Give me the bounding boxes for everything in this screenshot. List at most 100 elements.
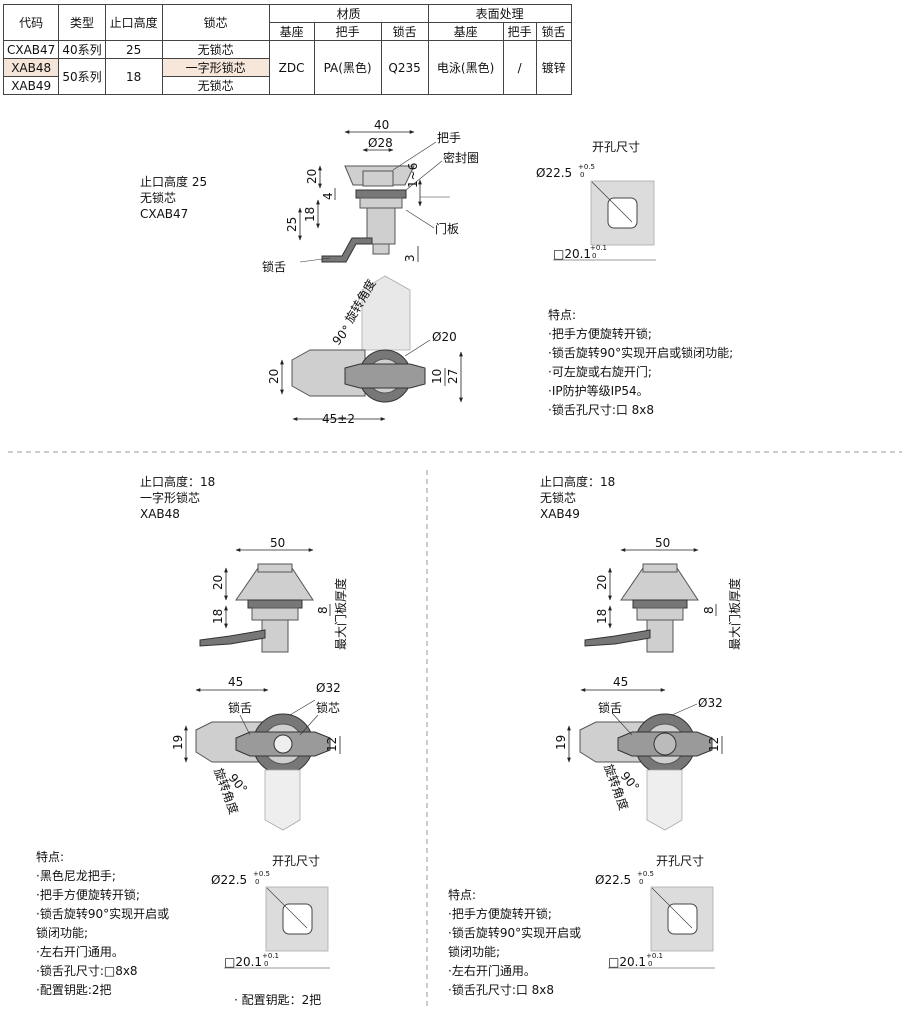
- dim-label: 12: [707, 737, 721, 752]
- xab48-cutout: 开孔尺寸 Ø22.5 +0.5 0 □20.1 +0.1 0: [211, 854, 330, 969]
- dim-label: Ø20: [432, 330, 457, 344]
- feature-item: 锁闭功能;: [36, 926, 89, 940]
- callout-core: 锁芯: [316, 700, 340, 715]
- dim-label: 20: [595, 575, 609, 590]
- cutout-dia: Ø22.5: [211, 873, 247, 887]
- feature-item: 锁闭功能;: [448, 945, 501, 959]
- table-row: XAB49 无锁芯: [2, 76, 572, 95]
- feature-item: ·配置钥匙:2把: [36, 983, 112, 997]
- cell-height: 18: [104, 58, 163, 95]
- cutout-dia: Ø22.5: [536, 166, 572, 180]
- header-core: 锁芯: [161, 4, 270, 41]
- dim-label: 8: [316, 606, 330, 614]
- cell-core: 一字形锁芯: [161, 58, 270, 77]
- dim-label: 20: [267, 369, 281, 384]
- dim-label: 50: [655, 536, 670, 550]
- callout-tongue: 锁舌: [228, 700, 252, 715]
- info-line: XAB49: [540, 507, 580, 521]
- feature-item: ·锁舌旋转90°实现开启或: [448, 926, 582, 940]
- feature-item: ·锁舌孔尺寸:口 8x8: [548, 403, 655, 417]
- info-line: 一字形锁芯: [140, 491, 201, 505]
- cutout-dia-tol: +0.5: [637, 870, 654, 878]
- dim-label: 50: [270, 536, 285, 550]
- header-base: 基座: [268, 22, 315, 41]
- cutout-dia-tol: 0: [639, 878, 643, 886]
- feature-item: ·把手方便旋转开锁;: [548, 327, 652, 341]
- dim-label: 18: [595, 609, 609, 624]
- feature-item: ·锁舌孔尺寸:口 8x8: [448, 983, 555, 997]
- feature-item: ·黑色尼龙把手;: [36, 869, 116, 883]
- feature-item: ·锁舌孔尺寸:□8x8: [36, 964, 138, 978]
- cutout-dia-tol: 0: [255, 878, 259, 886]
- feature-item: ·把手方便旋转开锁;: [36, 888, 140, 902]
- cell-core: 无锁芯: [161, 76, 270, 95]
- dim-label: 20: [305, 169, 319, 184]
- features-title: 特点:: [548, 308, 577, 322]
- dim-label: 10: [430, 369, 444, 384]
- cell-type: 40系列: [58, 40, 106, 59]
- feature-item: ·左右开门通用。: [448, 964, 536, 978]
- section2-info: 止口高度：18 一字形锁芯 XAB48: [140, 474, 215, 522]
- cutout-sq-tol: 0: [648, 960, 652, 968]
- cutout-dia: Ø22.5: [595, 873, 631, 887]
- callout-angle: 90°: [330, 323, 354, 348]
- dim-label: 20: [211, 575, 225, 590]
- cutout-sq-tol: +0.1: [590, 244, 607, 252]
- cell-material-tongue: Q235: [380, 40, 429, 95]
- cxab47-front-view: 旋转角度 90° Ø20 45±2 20 10 27: [267, 275, 463, 426]
- cell-surface-base: 电泳(黑色): [427, 40, 504, 95]
- info-line: 无锁芯: [140, 191, 177, 205]
- cutout-title: 开孔尺寸: [656, 854, 704, 868]
- cell-surface-tongue: 镀锌: [535, 40, 572, 95]
- feature-item: ·锁舌旋转90°实现开启或: [36, 907, 170, 921]
- dim-label: 45: [228, 675, 243, 689]
- header-code: 代码: [2, 4, 60, 41]
- dim-label: 8: [702, 606, 716, 614]
- cutout-sq-tol: +0.1: [646, 952, 663, 960]
- cutout-sq-tol: 0: [264, 960, 268, 968]
- cutout-dia-tol: +0.5: [253, 870, 270, 878]
- cell-type: 50系列: [58, 58, 106, 95]
- section3-info: 止口高度：18 无锁芯 XAB49: [540, 474, 615, 522]
- spec-table: 代码 类型 止口高度 锁芯 材质 表面处理 基座 把手 锁舌 基座 把手 锁舌 …: [2, 4, 572, 95]
- info-line: 无锁芯: [540, 491, 577, 505]
- cell-core: 无锁芯: [161, 40, 270, 59]
- dim-label: 18: [211, 609, 225, 624]
- cxab47-side-view: 40 Ø28 20 4 25 18 1~6 3 把手 密封圈 门板 锁舌: [262, 118, 479, 274]
- cutout-square: □20.1: [553, 247, 591, 261]
- cell-code: XAB49: [2, 76, 60, 95]
- cutout-dia-tol: 0: [580, 171, 584, 179]
- features-title: 特点:: [448, 888, 477, 902]
- callout-door: 门板: [435, 221, 459, 236]
- features-title: 特点:: [36, 850, 65, 864]
- cutout-square: □20.1: [224, 955, 262, 969]
- callout-tongue: 锁舌: [262, 259, 286, 274]
- feature-item: ·可左旋或右旋开门;: [548, 365, 652, 379]
- table-row: CXAB47 40系列 25 无锁芯 ZDC PA(黑色) Q235 电泳(黑色…: [2, 40, 572, 95]
- cutout-title: 开孔尺寸: [592, 140, 640, 154]
- dim-label: 25: [285, 217, 299, 232]
- cell-code: XAB48: [2, 58, 60, 77]
- callout-door-thickness: 最大门板厚度: [727, 578, 742, 650]
- callout-handle: 把手: [437, 131, 461, 145]
- callout-door-thickness: 最大门板厚度: [333, 578, 348, 650]
- cutout-sq-tol: 0: [592, 252, 596, 260]
- dim-label: 45±2: [322, 412, 355, 426]
- section3-features: 特点: ·把手方便旋转开锁; ·锁舌旋转90°实现开启或 锁闭功能; ·左右开门…: [448, 886, 581, 1000]
- section1-info: 止口高度 25 无锁芯 CXAB47: [140, 174, 207, 222]
- dim-label: 12: [325, 737, 339, 752]
- table-header-row: 代码 类型 止口高度 锁芯 材质 表面处理: [2, 4, 572, 41]
- xab49-cutout: 开孔尺寸 Ø22.5 +0.5 0 □20.1 +0.1 0: [595, 854, 715, 969]
- section2-features: 特点: ·黑色尼龙把手; ·把手方便旋转开锁; ·锁舌旋转90°实现开启或 锁闭…: [36, 848, 169, 1000]
- cutout-dia-tol: +0.5: [578, 163, 595, 171]
- section1-features: 特点: ·把手方便旋转开锁; ·锁舌旋转90°实现开启或锁闭功能; ·可左旋或右…: [548, 306, 733, 420]
- dim-label: 19: [554, 735, 568, 750]
- xab49-front-view: 45 Ø32 锁舌 19 12 90° 旋转角度: [554, 675, 723, 831]
- xab48-front-view: 45 Ø32 锁舌 锁芯 19 12 90° 旋转角度: [171, 675, 341, 831]
- cxab47-cutout: 开孔尺寸 Ø22.5 +0.5 0 □20.1 +0.1 0: [536, 140, 656, 261]
- dim-label: 3: [403, 254, 417, 262]
- header-tongue2: 锁舌: [535, 22, 572, 41]
- dim-label: 40: [374, 118, 389, 132]
- xab49-side-view: 50 20 18 8 最大门板厚度: [584, 536, 742, 653]
